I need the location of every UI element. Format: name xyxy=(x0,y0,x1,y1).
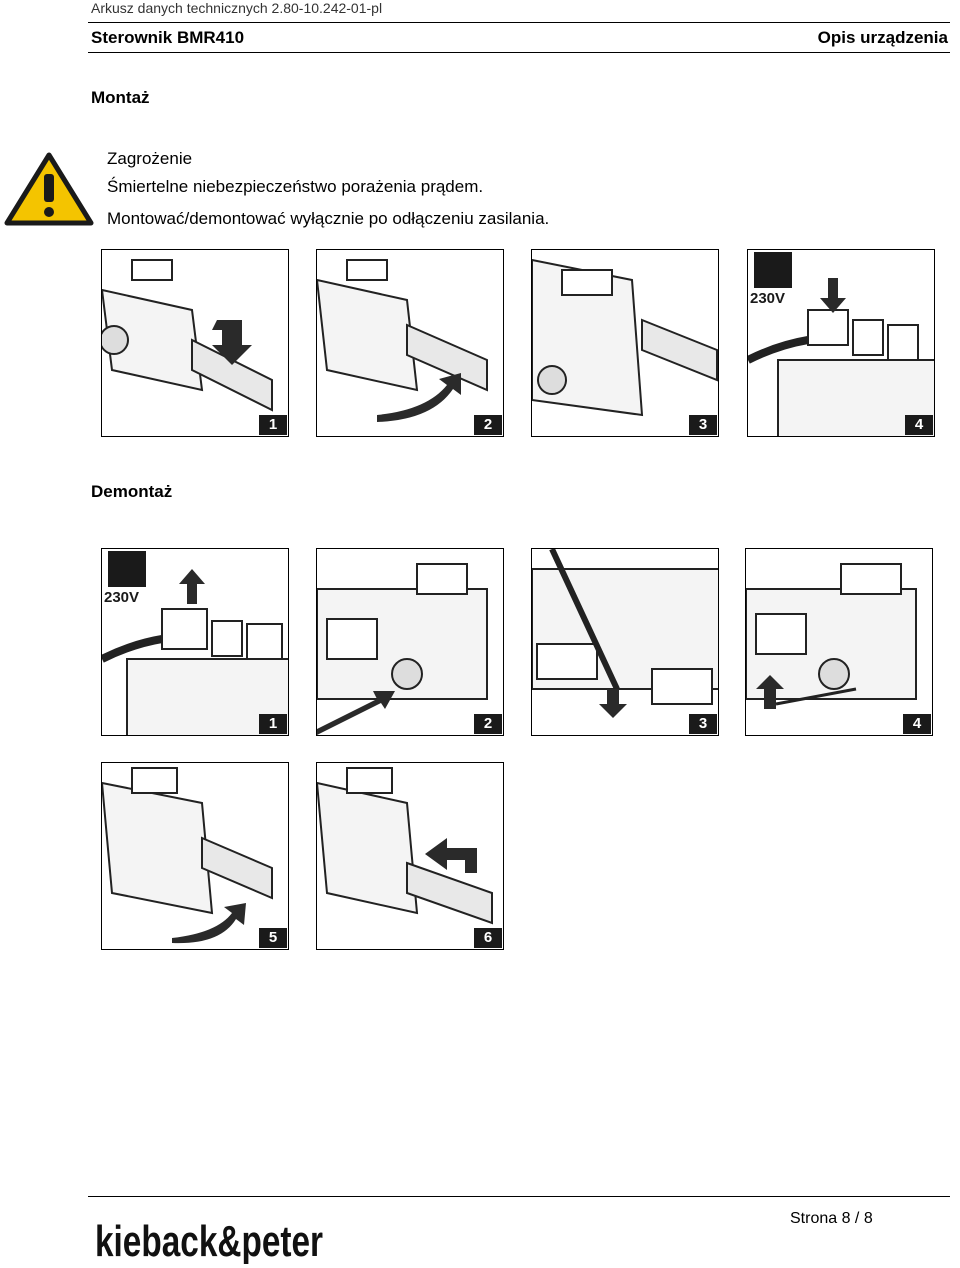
warning-title: Zagrożenie xyxy=(107,149,193,168)
dismount-step-2-illustration: 2 xyxy=(316,548,504,736)
document-reference: Arkusz danych technicznych 2.80-10.242-0… xyxy=(91,0,383,16)
mount-step-1-illustration: 1 xyxy=(101,249,289,437)
warning-line-1: Śmiertelne niebezpieczeństwo porażenia p… xyxy=(107,177,484,196)
brand-wordmark: kieback&peter xyxy=(95,1217,323,1264)
step-number: 1 xyxy=(259,415,287,435)
step-number: 3 xyxy=(689,415,717,435)
dismount-step-1-illustration: 230V 1 xyxy=(101,548,289,736)
footer-divider xyxy=(88,1196,950,1197)
dismount-step-6-illustration: 6 xyxy=(316,762,504,950)
step-number: 5 xyxy=(259,928,287,948)
dismount-step-3-illustration: 3 xyxy=(531,548,719,736)
step-number: 1 xyxy=(259,714,287,734)
step-number: 3 xyxy=(689,714,717,734)
kieback-peter-logo: kieback&peter xyxy=(95,1217,323,1264)
page-number: Strona 8 / 8 xyxy=(790,1210,873,1227)
high-voltage-icon xyxy=(754,252,792,288)
voltage-label: 230V xyxy=(750,290,786,307)
header-divider xyxy=(88,22,950,23)
high-voltage-warning: 230V xyxy=(104,551,148,609)
voltage-label: 230V xyxy=(104,589,140,606)
header-divider-bottom xyxy=(88,52,950,53)
dismounting-heading: Demontaż xyxy=(91,482,173,501)
section-title: Opis urządzenia xyxy=(817,28,948,47)
warning-icon xyxy=(4,152,94,226)
dismount-step-4-illustration: 4 xyxy=(745,548,933,736)
mount-step-3-illustration: 3 xyxy=(531,249,719,437)
mounting-heading: Montaż xyxy=(91,88,150,107)
step-number: 2 xyxy=(474,415,502,435)
step-number: 6 xyxy=(474,928,502,948)
mount-step-2-illustration: 2 xyxy=(316,249,504,437)
warning-line-2: Montować/demontować wyłącznie po odłącze… xyxy=(107,209,550,228)
high-voltage-icon xyxy=(108,551,146,587)
step-number: 2 xyxy=(474,714,502,734)
high-voltage-warning: 230V xyxy=(750,252,794,310)
product-title: Sterownik BMR410 xyxy=(91,28,245,47)
step-number: 4 xyxy=(905,415,933,435)
mount-step-4-illustration: 230V 4 xyxy=(747,249,935,437)
step-number: 4 xyxy=(903,714,931,734)
dismount-step-5-illustration: 5 xyxy=(101,762,289,950)
